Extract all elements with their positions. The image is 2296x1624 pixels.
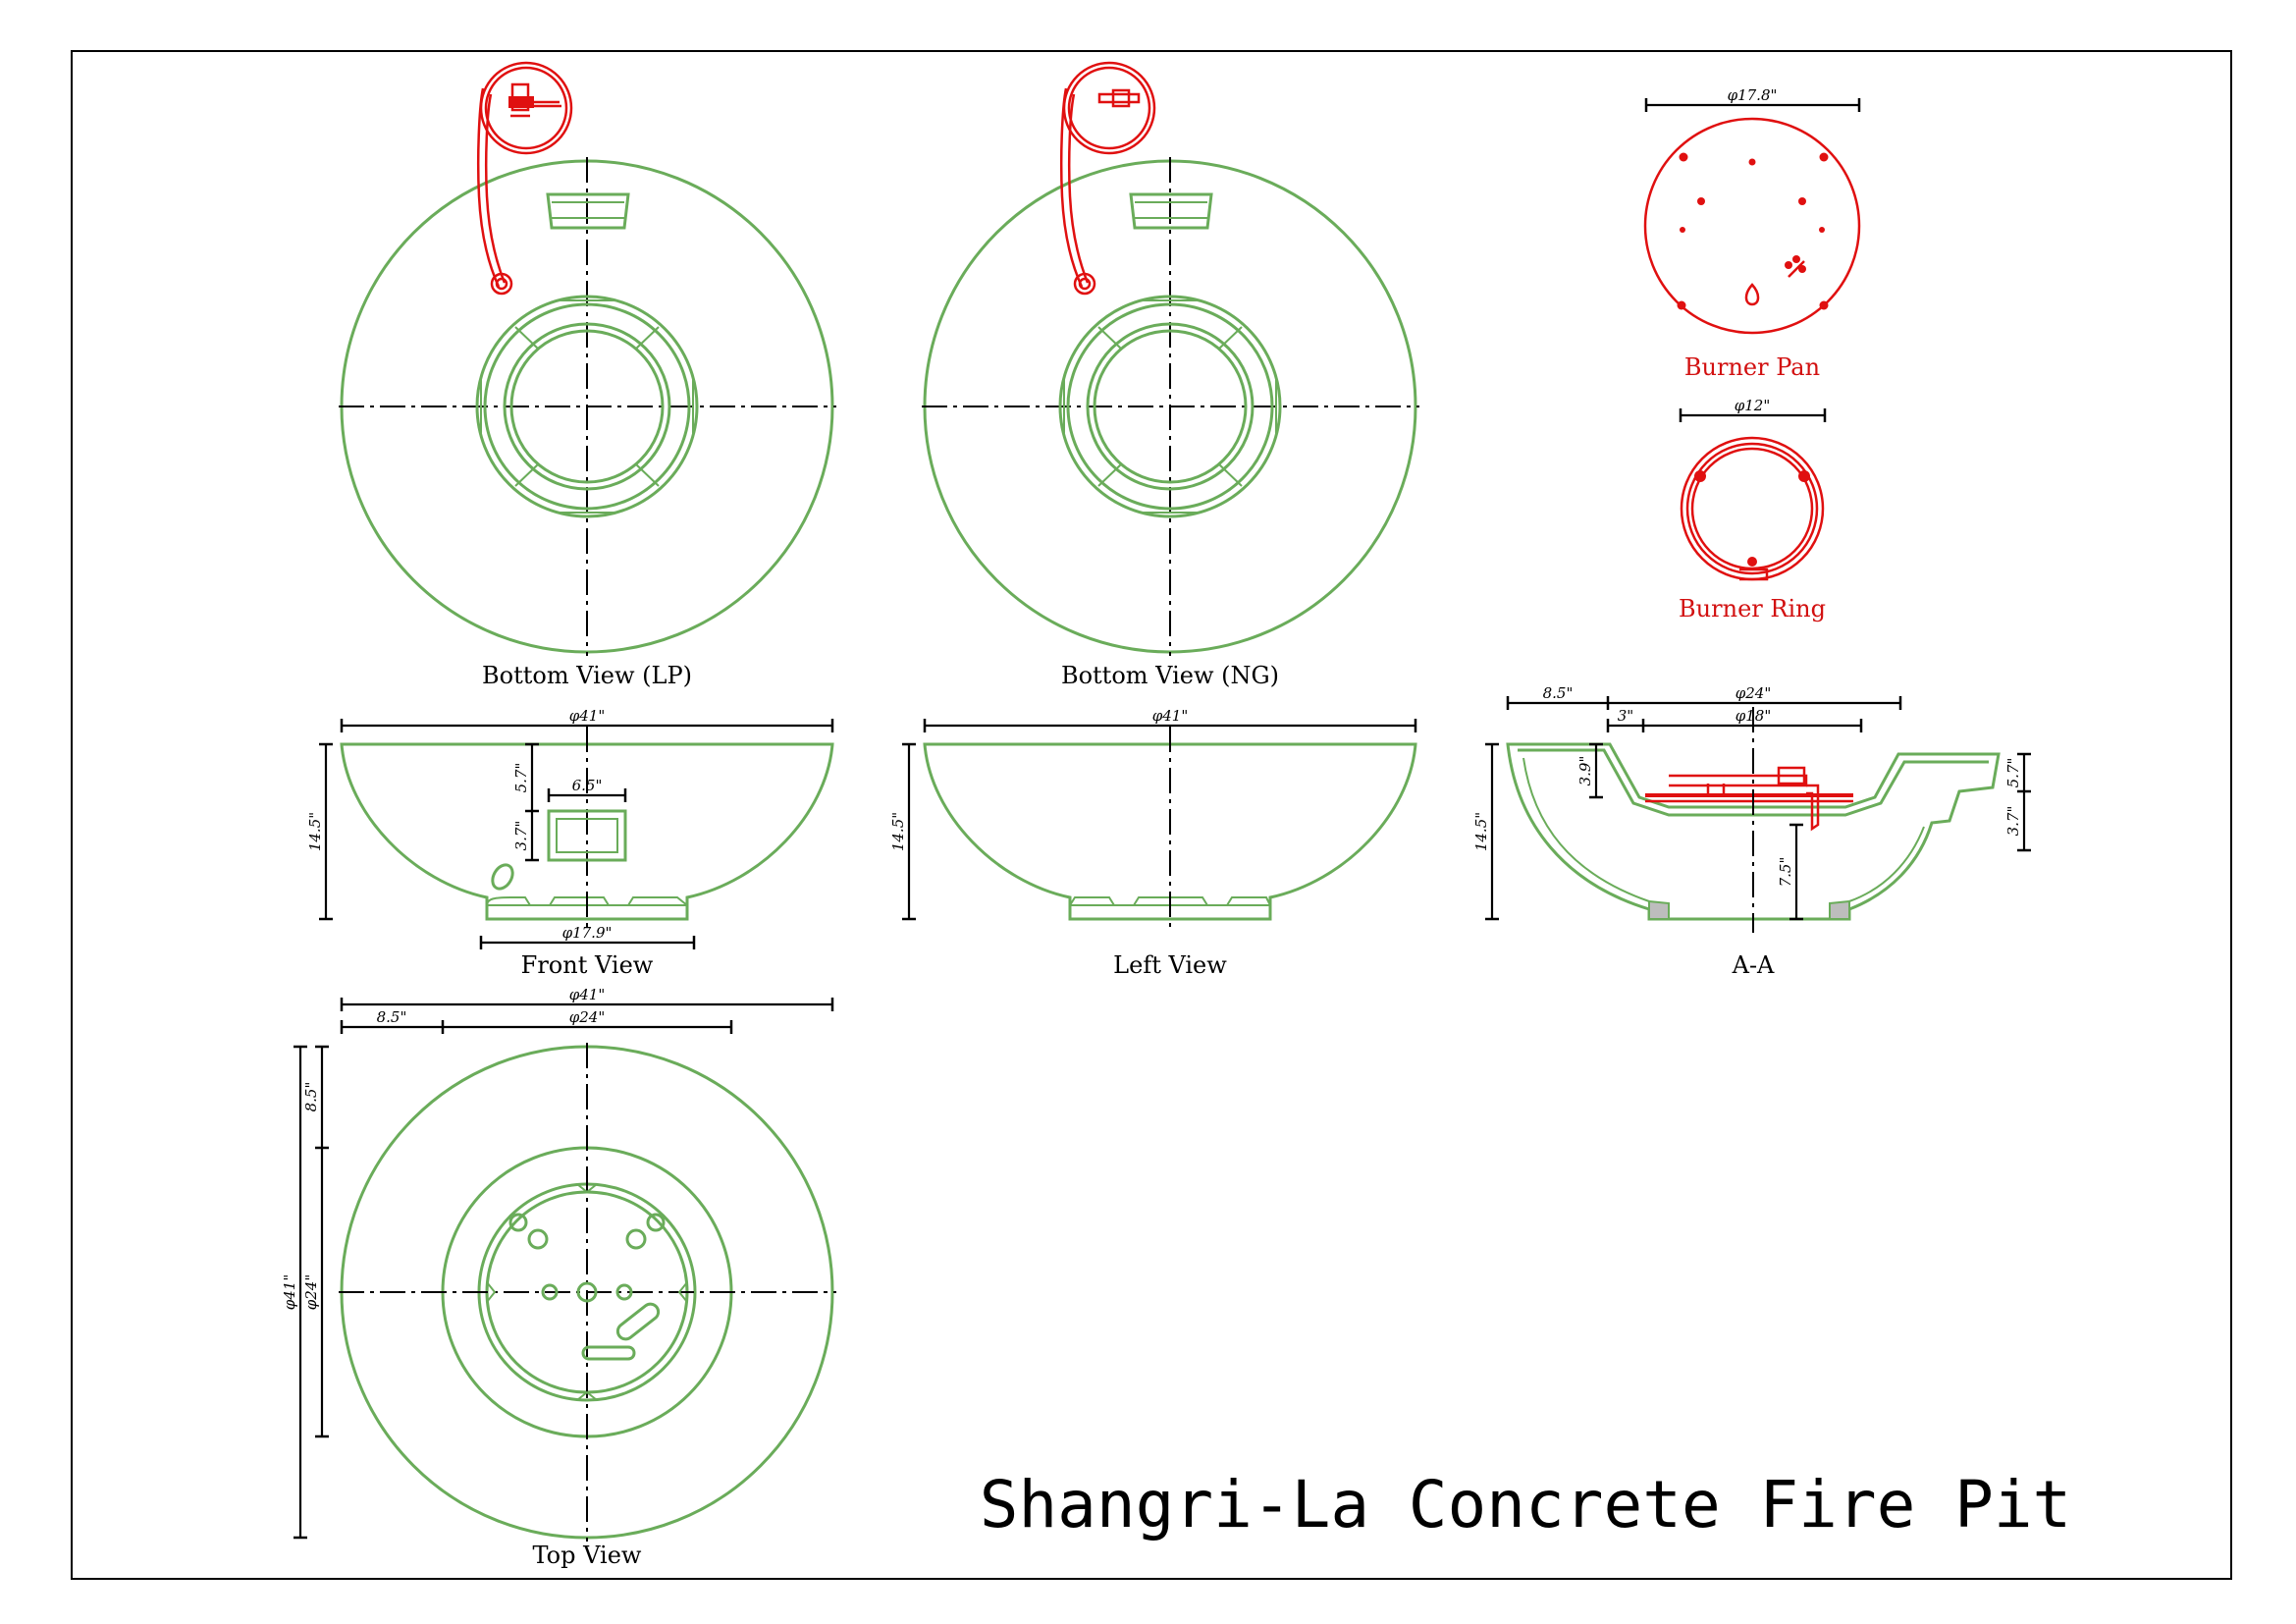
section-height: 14.5" xyxy=(1472,812,1490,851)
burner-pan-diameter: φ17.8" xyxy=(1728,86,1778,104)
front-port-width: 6.5" xyxy=(572,777,603,794)
front-diameter: φ41" xyxy=(569,707,606,725)
burner-ring xyxy=(1679,408,1827,581)
section-ledge: 8.5" xyxy=(1543,684,1574,702)
drawing-title: Shangri-La Concrete Fire Pit xyxy=(980,1467,2072,1543)
sheet-border xyxy=(71,50,2232,1580)
bottom-view-ng xyxy=(922,61,1419,656)
burner-pan xyxy=(1643,98,1861,335)
top-diameter: φ41" xyxy=(569,986,606,1003)
left-view-label: Left View xyxy=(1113,951,1227,979)
section-label: A-A xyxy=(1732,951,1775,979)
front-view xyxy=(319,719,834,949)
bottom-view-lp xyxy=(339,61,836,656)
top-v-inner-diameter: φ24" xyxy=(302,1274,320,1311)
section-depth: 3.9" xyxy=(1576,756,1594,786)
burner-ring-label: Burner Ring xyxy=(1679,595,1826,623)
top-view-label: Top View xyxy=(533,1542,642,1569)
bottom-view-lp-label: Bottom View (LP) xyxy=(482,662,692,689)
burner-ring-diameter: φ12" xyxy=(1735,397,1771,414)
section-right-port: 3.7" xyxy=(2004,806,2022,837)
section-pan-diameter: φ18" xyxy=(1735,707,1772,725)
section-step: 3" xyxy=(1618,707,1633,725)
front-base-diameter: φ17.9" xyxy=(562,924,613,942)
front-view-label: Front View xyxy=(521,951,654,979)
front-port-height: 3.7" xyxy=(512,821,530,851)
front-port-top: 5.7" xyxy=(512,763,530,793)
bottom-view-ng-label: Bottom View (NG) xyxy=(1061,662,1279,689)
left-diameter: φ41" xyxy=(1152,707,1189,725)
front-height: 14.5" xyxy=(306,812,324,851)
top-view xyxy=(294,998,836,1542)
section-a-a xyxy=(1485,696,2031,933)
section-floor: 7.5" xyxy=(1777,857,1794,888)
section-right-top: 5.7" xyxy=(2004,758,2022,788)
top-v-diameter: φ41" xyxy=(281,1274,298,1311)
left-view xyxy=(902,719,1417,933)
top-ledge: 8.5" xyxy=(377,1008,407,1026)
top-v-ledge: 8.5" xyxy=(302,1082,320,1112)
left-height: 14.5" xyxy=(889,812,907,851)
section-inner-diameter: φ24" xyxy=(1735,684,1772,702)
burner-pan-label: Burner Pan xyxy=(1684,353,1820,381)
top-inner-diameter: φ24" xyxy=(569,1008,606,1026)
